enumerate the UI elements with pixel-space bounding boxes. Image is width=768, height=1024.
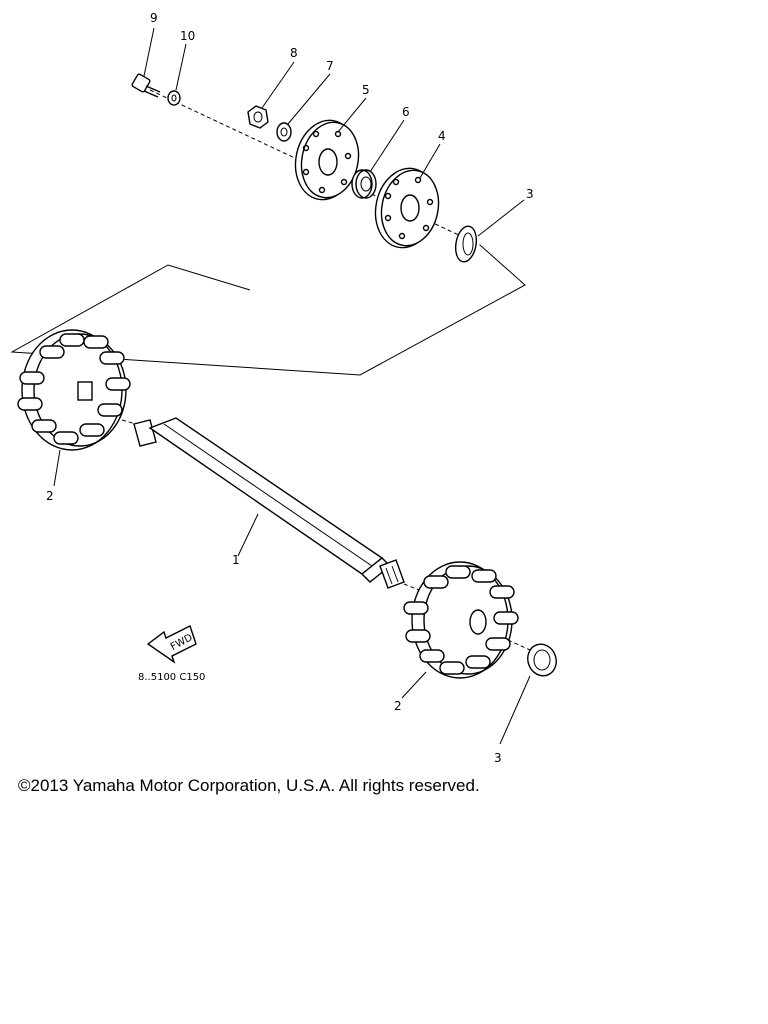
outer-flange-plate xyxy=(294,119,360,201)
group-outline xyxy=(10,244,526,376)
callout-1: 1 xyxy=(232,553,240,567)
callout-10: 10 xyxy=(180,29,195,43)
leader-lines xyxy=(53,27,531,745)
lower-axis-line xyxy=(507,639,531,651)
callout-3-lower: 3 xyxy=(494,751,502,765)
forward-arrow-icon: FWD xyxy=(146,625,197,664)
inner-flange-plate xyxy=(374,167,440,249)
drive-shaft xyxy=(121,417,471,611)
circlip-lower xyxy=(527,643,557,677)
callout-8: 8 xyxy=(290,46,298,60)
sprocket-right xyxy=(403,561,519,679)
sprocket-left xyxy=(17,329,131,451)
washer xyxy=(276,122,292,142)
callout-5: 5 xyxy=(362,83,370,97)
callout-9: 9 xyxy=(150,11,158,25)
bolt xyxy=(131,73,161,98)
callout-3-upper: 3 xyxy=(526,187,534,201)
small-nut xyxy=(167,90,181,106)
circlip-upper xyxy=(454,225,478,263)
callout-4: 4 xyxy=(438,129,446,143)
callout-7: 7 xyxy=(326,59,334,73)
exploded-parts-diagram: 9 10 8 7 5 6 4 3 2 1 2 3 FWD 8..5100 C15… xyxy=(10,11,557,765)
callout-6: 6 xyxy=(402,105,410,119)
copyright-notice: ©2013 Yamaha Motor Corporation, U.S.A. A… xyxy=(18,776,480,795)
lock-nut xyxy=(247,105,269,129)
callout-2-left: 2 xyxy=(46,489,54,503)
part-code: 8..5100 C150 xyxy=(138,672,205,683)
callout-2-right: 2 xyxy=(394,699,402,713)
bearing xyxy=(351,169,377,199)
